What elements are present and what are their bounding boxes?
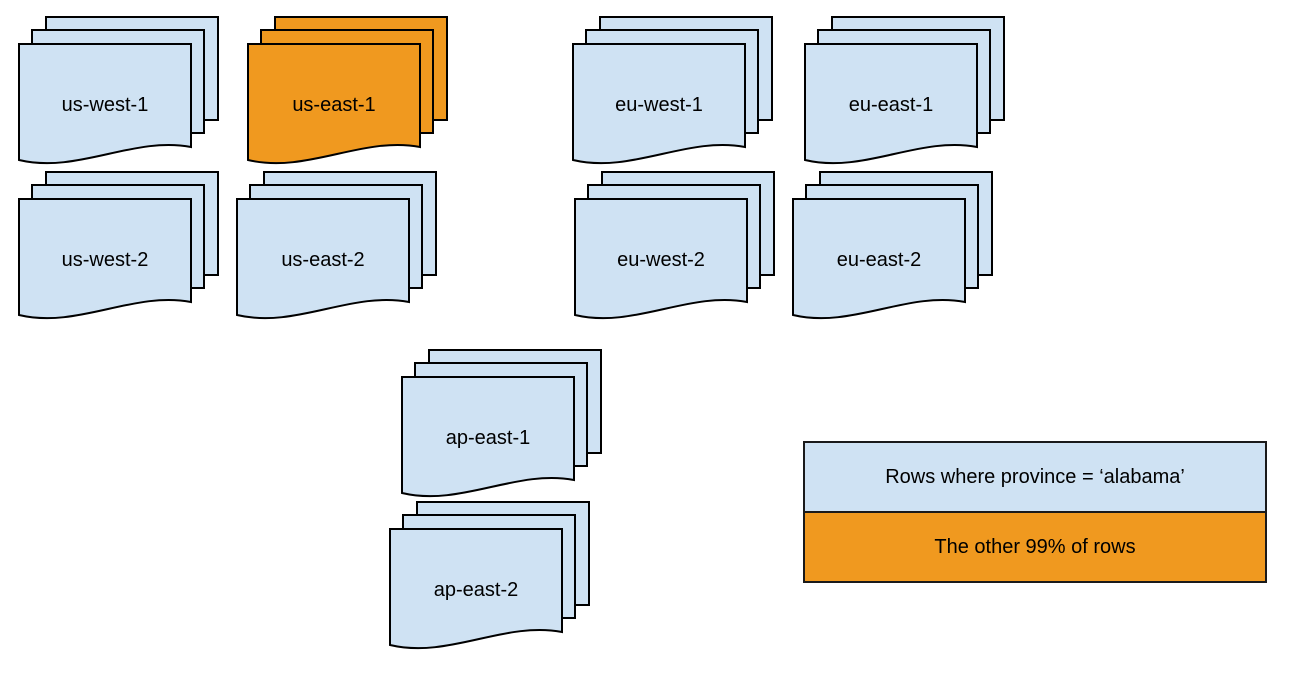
region-label: ap-east-2 xyxy=(434,579,519,601)
region-label: us-east-1 xyxy=(292,94,375,116)
document-page-front-icon xyxy=(18,198,192,320)
document-page-front-icon xyxy=(792,198,966,320)
region-stack-us-west-2: us-west-2 xyxy=(18,171,219,320)
region-stack-us-west-1: us-west-1 xyxy=(18,16,219,165)
region-stack-ap-east-2: ap-east-2 xyxy=(389,501,590,650)
legend-label-other-rows: The other 99% of rows xyxy=(934,535,1136,558)
region-label: us-east-2 xyxy=(281,249,364,271)
region-label: us-west-1 xyxy=(62,94,149,116)
region-stack-eu-east-1: eu-east-1 xyxy=(804,16,1005,165)
document-page-front-icon xyxy=(572,43,746,165)
legend-row-alabama: Rows where province = ‘alabama’ xyxy=(805,443,1265,511)
region-stack-us-east-2: us-east-2 xyxy=(236,171,437,320)
region-label: eu-east-1 xyxy=(849,94,934,116)
region-stack-eu-east-2: eu-east-2 xyxy=(792,171,993,320)
region-stack-ap-east-1: ap-east-1 xyxy=(401,349,602,498)
region-stack-us-east-1: us-east-1 xyxy=(247,16,448,165)
region-label: us-west-2 xyxy=(62,249,149,271)
document-page-front-icon xyxy=(389,528,563,650)
document-page-front-icon xyxy=(18,43,192,165)
document-page-front-icon xyxy=(804,43,978,165)
region-stack-eu-west-1: eu-west-1 xyxy=(572,16,773,165)
legend-row-other-rows: The other 99% of rows xyxy=(805,511,1265,581)
region-label: eu-west-2 xyxy=(617,249,705,271)
document-page-front-icon xyxy=(247,43,421,165)
document-page-front-icon xyxy=(574,198,748,320)
legend-label-alabama: Rows where province = ‘alabama’ xyxy=(885,465,1185,488)
region-label: eu-east-2 xyxy=(837,249,922,271)
region-stack-eu-west-2: eu-west-2 xyxy=(574,171,775,320)
region-label: eu-west-1 xyxy=(615,94,703,116)
document-page-front-icon xyxy=(401,376,575,498)
document-page-front-icon xyxy=(236,198,410,320)
legend: Rows where province = ‘alabama’ The othe… xyxy=(803,441,1267,583)
region-label: ap-east-1 xyxy=(446,427,531,449)
